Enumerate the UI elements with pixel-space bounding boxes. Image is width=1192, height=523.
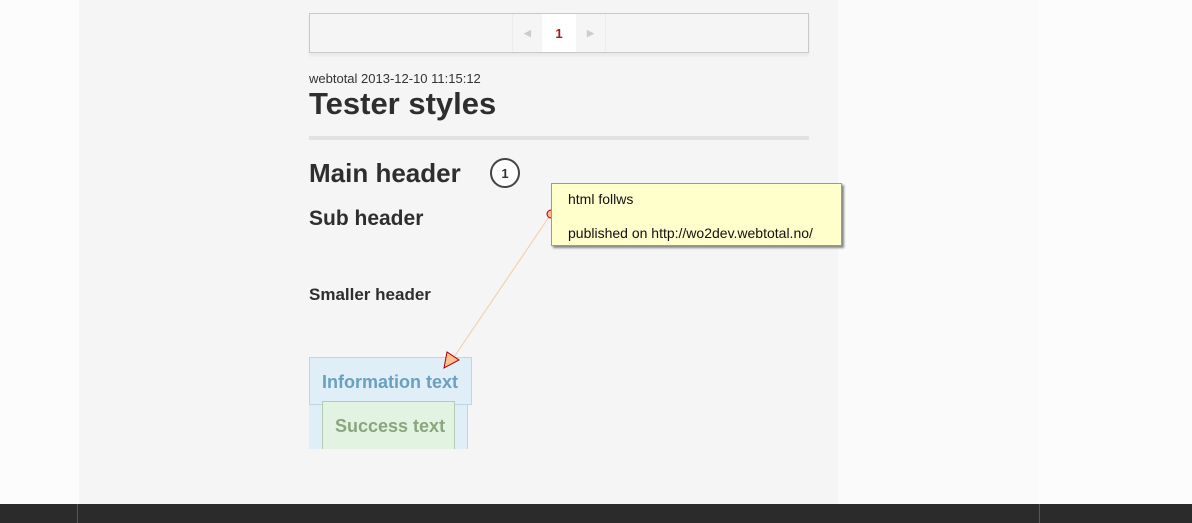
note-line: published on http://wo2dev.webtotal.no/ — [568, 225, 813, 241]
pagination: ◀ 1 ▶ — [309, 13, 809, 53]
note-line: html follws — [568, 191, 634, 207]
page-1-button[interactable]: 1 — [542, 14, 576, 52]
success-message: Success text — [322, 401, 455, 449]
right-sidebar — [838, 0, 1038, 504]
prev-page-button[interactable]: ◀ — [512, 14, 542, 52]
footer-bar — [0, 504, 1192, 523]
chevron-right-icon: ▶ — [587, 27, 594, 38]
post-meta: webtotal 2013-12-10 11:15:12 — [309, 71, 481, 86]
main-header: Main header — [309, 158, 461, 188]
next-page-button[interactable]: ▶ — [576, 14, 606, 52]
annotation-note[interactable]: html follws published on http://wo2dev.w… — [551, 183, 842, 246]
divider — [309, 136, 809, 140]
sub-header: Sub header — [309, 207, 424, 230]
info-message: Information text — [309, 357, 472, 405]
arrowhead-icon — [443, 351, 460, 369]
chevron-left-icon: ◀ — [524, 27, 531, 38]
annotation-marker[interactable]: 1 — [490, 158, 520, 188]
smaller-header: Smaller header — [309, 285, 431, 304]
page-title: Tester styles — [309, 86, 497, 121]
